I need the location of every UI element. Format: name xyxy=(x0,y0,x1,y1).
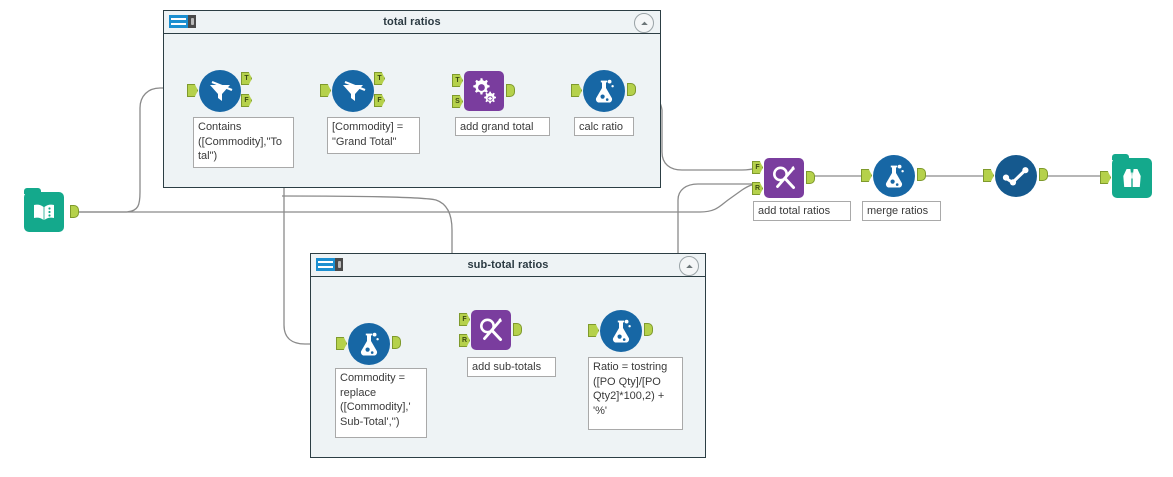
annotation-contains-expression: Contains ([Commodity],"To tal") xyxy=(193,117,294,168)
node-label-calc-ratio: calc ratio xyxy=(574,117,634,136)
node-add-grand-total[interactable]: T S xyxy=(452,71,515,111)
annotation-grand-total-expression: [Commodity] = "Grand Total" xyxy=(327,117,420,154)
formula-flask-icon[interactable] xyxy=(348,323,390,365)
input-anchor-f[interactable]: F xyxy=(752,161,763,174)
find-replace-icon[interactable] xyxy=(471,310,511,350)
check-line-icon[interactable] xyxy=(995,155,1037,197)
input-anchor[interactable] xyxy=(588,324,599,337)
input-anchor-r[interactable]: R xyxy=(459,334,470,347)
node-add-total-ratios[interactable]: F R xyxy=(752,158,815,198)
input-anchor-s[interactable]: S xyxy=(452,95,463,108)
node-merge-ratios[interactable] xyxy=(861,155,926,197)
input-anchor[interactable] xyxy=(1100,171,1111,184)
node-browse-output[interactable] xyxy=(1100,154,1152,198)
filter-funnel-icon[interactable] xyxy=(199,70,241,112)
node-select-check[interactable] xyxy=(983,155,1048,197)
input-anchor-f[interactable]: F xyxy=(459,313,470,326)
input-anchor[interactable] xyxy=(187,84,198,97)
node-label-add-grand-total: add grand total xyxy=(455,117,550,136)
find-replace-icon[interactable] xyxy=(764,158,804,198)
gears-total-icon[interactable] xyxy=(464,71,504,111)
formula-flask-icon[interactable] xyxy=(600,310,642,352)
chevron-up-icon[interactable] xyxy=(634,13,654,33)
output-anchor[interactable] xyxy=(1039,168,1048,181)
input-anchor-t[interactable]: T xyxy=(452,74,463,87)
output-anchor[interactable] xyxy=(806,171,815,184)
output-anchor[interactable] xyxy=(392,336,401,349)
input-anchor-r[interactable]: R xyxy=(752,182,763,195)
annotation-ratio-expression: Ratio = tostring ([PO Qty]/[PO Qty2]*100… xyxy=(588,357,683,430)
output-anchor[interactable] xyxy=(506,84,515,97)
input-anchor[interactable] xyxy=(336,337,347,350)
filter-funnel-icon[interactable] xyxy=(332,70,374,112)
input-anchor[interactable] xyxy=(571,84,582,97)
formula-flask-icon[interactable] xyxy=(873,155,915,197)
container-tool-icon xyxy=(316,258,343,271)
node-ratio-tostring[interactable] xyxy=(588,310,653,352)
output-anchor[interactable] xyxy=(644,323,653,336)
node-add-sub-totals[interactable]: F R xyxy=(459,310,522,350)
node-filter-contains[interactable]: T F xyxy=(187,70,252,112)
output-anchor[interactable] xyxy=(917,168,926,181)
container-header: total ratios xyxy=(164,11,660,34)
node-label-add-sub-totals: add sub-totals xyxy=(467,357,556,377)
container-header: sub-total ratios xyxy=(311,254,705,277)
container-title: total ratios xyxy=(383,16,441,28)
output-anchor[interactable] xyxy=(70,205,79,218)
input-anchor[interactable] xyxy=(861,169,872,182)
container-tool-icon xyxy=(169,15,196,28)
node-input-data[interactable] xyxy=(24,188,79,232)
formula-flask-icon[interactable] xyxy=(583,70,625,112)
chevron-up-icon[interactable] xyxy=(679,256,699,276)
node-label-add-total-ratios: add total ratios xyxy=(753,201,851,221)
output-anchor-false[interactable]: F xyxy=(374,94,385,107)
container-title: sub-total ratios xyxy=(467,259,549,271)
output-anchor[interactable] xyxy=(627,83,636,96)
node-calc-ratio[interactable] xyxy=(571,70,636,112)
input-anchor[interactable] xyxy=(320,84,331,97)
binoculars-browse-icon[interactable] xyxy=(1112,154,1152,198)
output-anchor-true[interactable]: T xyxy=(374,72,385,85)
input-anchor[interactable] xyxy=(983,169,994,182)
node-label-merge-ratios: merge ratios xyxy=(862,201,941,221)
input-data-book-icon[interactable] xyxy=(24,188,64,232)
annotation-replace-expression: Commodity = replace ([Commodity],' Sub-T… xyxy=(335,368,427,438)
node-filter-grand-total[interactable]: T F xyxy=(320,70,385,112)
output-anchor-false[interactable]: F xyxy=(241,94,252,107)
node-commodity-replace[interactable] xyxy=(336,323,401,365)
output-anchor-true[interactable]: T xyxy=(241,72,252,85)
output-anchor[interactable] xyxy=(513,323,522,336)
